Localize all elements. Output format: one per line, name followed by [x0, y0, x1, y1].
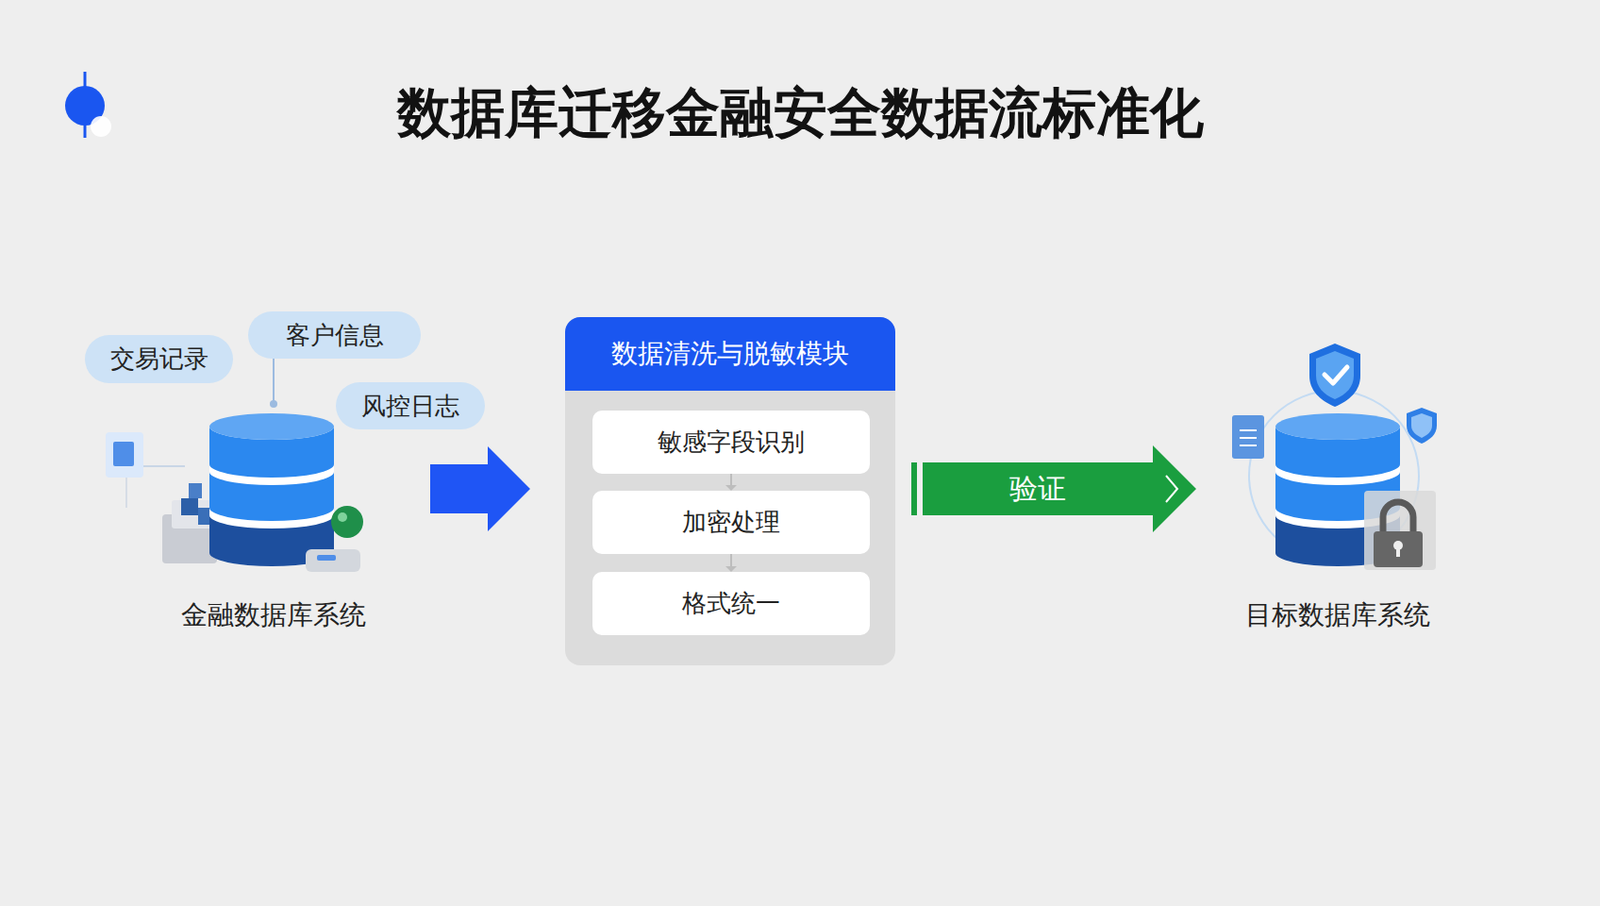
database-cylinder [209, 426, 334, 567]
flow-arrow [430, 446, 531, 532]
device [305, 549, 361, 572]
wire [125, 477, 128, 508]
document-icon [113, 441, 134, 467]
arrow-chevron [1166, 475, 1178, 502]
node-label: 客户信息 [285, 318, 384, 352]
data-bubble: 风控日志 [335, 382, 485, 430]
node-label: 加密处理 [682, 505, 781, 539]
node-label: 目标数据库系统 [1196, 597, 1480, 634]
shield-icon [1411, 413, 1433, 438]
data-bubble: 客户信息 [248, 311, 421, 359]
status-sphere [331, 505, 364, 538]
database-cylinder [209, 413, 334, 440]
check-mark [1324, 366, 1348, 384]
cube [188, 483, 202, 499]
node-label: 风控日志 [361, 389, 460, 423]
database-cylinder [1275, 413, 1400, 440]
connector-line [272, 358, 275, 406]
database-node: 目标数据库系统 [1196, 405, 1480, 642]
process-step: 敏感字段识别 [592, 410, 870, 474]
logo-dot [90, 116, 112, 137]
database-node: 金融数据库系统 [132, 405, 416, 642]
cube [181, 498, 199, 516]
document-icon [105, 432, 144, 478]
node-label: 格式统一 [682, 586, 781, 620]
node-label: 交易记录 [110, 342, 209, 376]
module-heading: 数据清洗与脱敏模块 [565, 316, 896, 391]
lock-backdrop [1364, 490, 1436, 570]
shield-icon [1316, 350, 1354, 400]
document-icon [1232, 415, 1265, 459]
device [316, 554, 336, 561]
document-icon [1239, 444, 1257, 447]
connector-dot [269, 400, 278, 408]
node-label: 金融数据库系统 [132, 597, 416, 634]
data-bubble: 交易记录 [84, 334, 234, 384]
status-sphere [337, 512, 348, 522]
shield-icon [1406, 407, 1437, 444]
flow-arrow [911, 462, 917, 516]
diagram-title: 数据库迁移金融安全数据流标准化 [0, 77, 1600, 150]
lock-icon [1373, 531, 1423, 567]
shield-icon [1309, 343, 1361, 407]
document-icon [1239, 436, 1257, 439]
process-module: 数据清洗与脱敏模块敏感字段识别加密处理格式统一 [565, 316, 896, 666]
edge-label: 验证 [1009, 469, 1067, 509]
flow-arrow [922, 445, 1197, 533]
document-icon [1239, 429, 1257, 432]
lock-icon [1396, 547, 1400, 557]
process-step: 格式统一 [592, 571, 870, 635]
database-cylinder [209, 471, 334, 521]
node-label: 敏感字段识别 [657, 425, 805, 459]
process-step: 加密处理 [592, 490, 870, 554]
wire [143, 465, 185, 467]
lock-icon [1383, 501, 1414, 534]
